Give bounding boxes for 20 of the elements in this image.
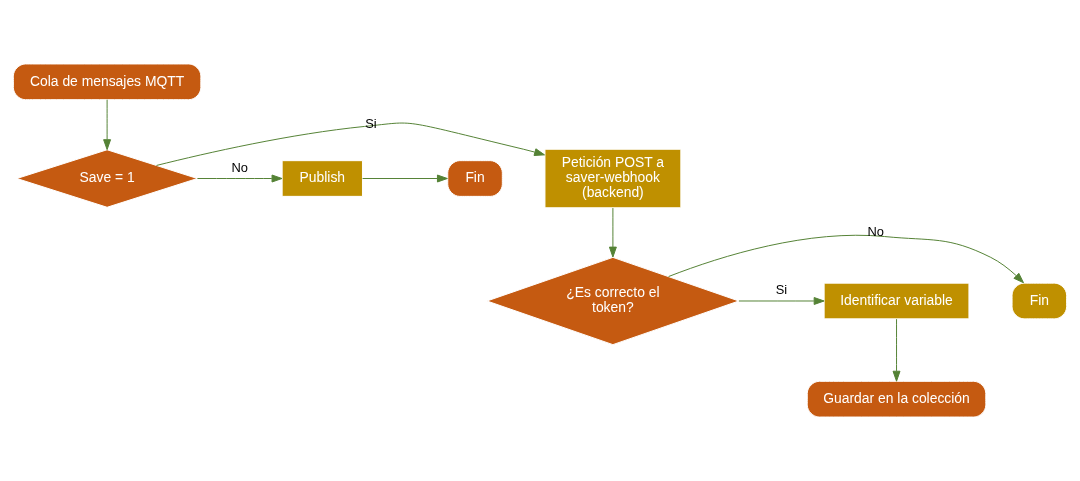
arrow [155,122,545,166]
arrow [103,99,112,151]
node-box: Identificar variable [823,282,970,320]
node-box: Guardar en la colección [806,380,987,418]
edge-label: No [231,159,248,175]
node-box: Fin [447,160,503,197]
node-diamond: ¿Es correcto el token? [486,256,740,346]
arrow [738,297,825,305]
edge-label: Si [775,282,788,298]
arrow [608,207,617,258]
node-box: Cola de mensajes MQTT [12,63,202,101]
arrow [892,318,901,382]
edge-label: No [867,223,884,239]
node-diamond: Save = 1 [16,149,198,208]
arrow [196,174,283,183]
node-box: Publish [281,160,363,197]
arrow [668,234,1024,284]
node-box: Fin [1011,282,1068,320]
arrow [362,174,448,183]
node-box: Petición POST a saver-webhook (backend) [544,148,682,209]
